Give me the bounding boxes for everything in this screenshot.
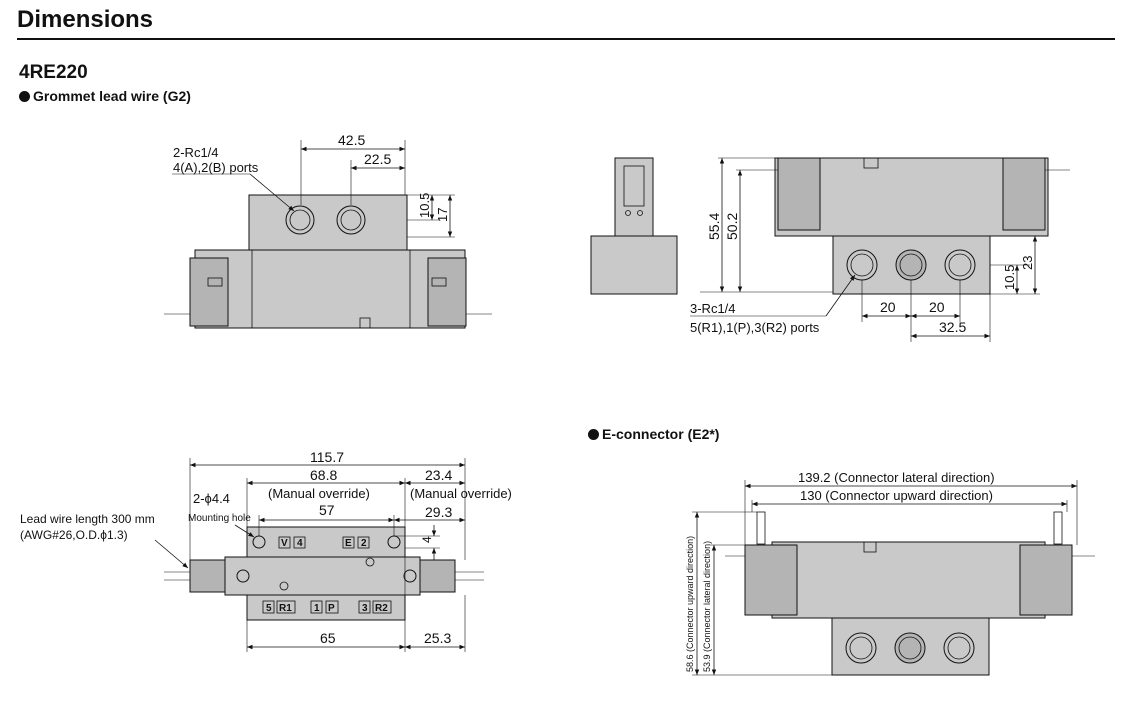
mounting-hole-right [387, 535, 401, 549]
plan-view-drawing: V 4 E 2 5 R1 1 P 3 R2 115.7 [20, 449, 512, 652]
mark-3: 3 [362, 603, 368, 614]
dim-4: 4 [420, 536, 434, 543]
port-p [895, 249, 927, 281]
econ-valve-body [771, 541, 1046, 619]
mark-p: P [328, 603, 335, 614]
mark-4: 4 [297, 538, 303, 549]
title-divider [17, 38, 1115, 40]
dim-20-a: 20 [880, 299, 896, 315]
manual-override-left-icon [279, 581, 289, 591]
dim-20-b: 20 [929, 299, 945, 315]
mounting-hole-left [252, 535, 266, 549]
econ-port-r2 [943, 632, 975, 664]
manifold-block [248, 194, 408, 251]
port-label-top-1: 2-Rc1/4 [173, 145, 219, 160]
mark-r2: R2 [375, 603, 388, 614]
hole-label: 2-ϕ4.4 [193, 491, 230, 506]
mark-2: 2 [361, 538, 367, 549]
econ-port-p [894, 632, 926, 664]
port-r2 [944, 249, 976, 281]
dim-115-7: 115.7 [310, 449, 344, 465]
section-econnector-label: E-connector (E2*) [602, 426, 720, 442]
dim-50-2: 50.2 [724, 213, 740, 240]
mark-v: V [281, 538, 288, 549]
solenoid-right [427, 257, 467, 327]
plan-body [224, 556, 421, 596]
port-r1 [846, 249, 878, 281]
plan-solenoid-left [189, 559, 226, 593]
dim-65: 65 [320, 630, 336, 646]
page-title: Dimensions [17, 6, 154, 33]
econ-solenoid-left [744, 544, 798, 616]
solenoid-left [189, 257, 229, 327]
side-solenoid-left [777, 157, 821, 231]
side-view-drawing: 55.4 50.2 23 10.5 3-Rc1/4 5(R1),1(P),3(R… [690, 157, 1070, 342]
dim-23-4: 23.4 [425, 467, 452, 483]
port-label-top-2: 4(A),2(B) ports [173, 160, 259, 175]
manual-override-right-icon [365, 557, 375, 567]
screw-left [236, 569, 250, 583]
screw-right [403, 569, 417, 583]
bullet-icon [588, 429, 599, 440]
dim-57: 57 [319, 502, 335, 518]
port-label-side-1: 3-Rc1/4 [690, 301, 736, 316]
manual-override-label-1: (Manual override) [268, 486, 370, 501]
valve-body [194, 249, 466, 329]
dim-53-9: 53.9 (Connector lateral direction) [702, 541, 712, 672]
bullet-icon [19, 91, 30, 102]
dim-10-5-top: 10.5 [417, 193, 432, 218]
dim-55-4: 55.4 [706, 213, 722, 240]
plan-solenoid-right [419, 559, 456, 593]
section-econnector: E-connector (E2*) [588, 426, 719, 442]
lead-wire-label-1: Lead wire length 300 mm [20, 512, 155, 526]
dim-23: 23 [1020, 256, 1035, 270]
mark-1: 1 [314, 603, 320, 614]
connector-left [756, 511, 766, 545]
connector-right [1053, 511, 1063, 545]
dim-17: 17 [435, 208, 450, 222]
econnector-view-drawing: 139.2 (Connector lateral direction) 130 … [685, 470, 1095, 676]
side-solenoid-right [1002, 157, 1046, 231]
dim-29-3: 29.3 [425, 504, 452, 520]
top-view-drawing: 2-Rc1/4 4(A),2(B) ports 42.5 22.5 10.5 1… [164, 132, 492, 329]
port-label-side-2: 5(R1),1(P),3(R2) ports [690, 320, 820, 335]
section-grommet: Grommet lead wire (G2) [19, 88, 191, 104]
dim-25-3: 25.3 [424, 630, 451, 646]
mark-5: 5 [266, 603, 272, 614]
econ-solenoid-right [1019, 544, 1073, 616]
econ-port-r1 [845, 632, 877, 664]
mark-e: E [345, 538, 352, 549]
dim-130: 130 (Connector upward direction) [800, 488, 993, 503]
end-view-top [614, 157, 654, 237]
dim-32-5: 32.5 [939, 319, 966, 335]
dim-139-2: 139.2 (Connector lateral direction) [798, 470, 995, 485]
port-markings: V 4 E 2 5 R1 1 P 3 R2 [262, 536, 392, 614]
manual-override-label-2: (Manual override) [410, 486, 512, 501]
end-view-drawing [590, 157, 678, 295]
dim-42-5: 42.5 [338, 132, 365, 148]
section-grommet-label: Grommet lead wire (G2) [33, 88, 191, 104]
dim-10-5-side: 10.5 [1002, 265, 1017, 290]
lead-wire-label-2: (AWG#26,O.D.ϕ1.3) [20, 528, 128, 542]
mark-r1: R1 [279, 603, 292, 614]
dim-68-8: 68.8 [310, 467, 337, 483]
model-heading: 4RE220 [19, 62, 88, 83]
end-view-base [590, 235, 678, 295]
mounting-hole-label: Mounting hole [188, 513, 251, 524]
dim-58-6: 58.6 (Connector upward direction) [685, 536, 695, 672]
plan-top-strip [246, 526, 406, 558]
dim-22-5: 22.5 [364, 151, 391, 167]
